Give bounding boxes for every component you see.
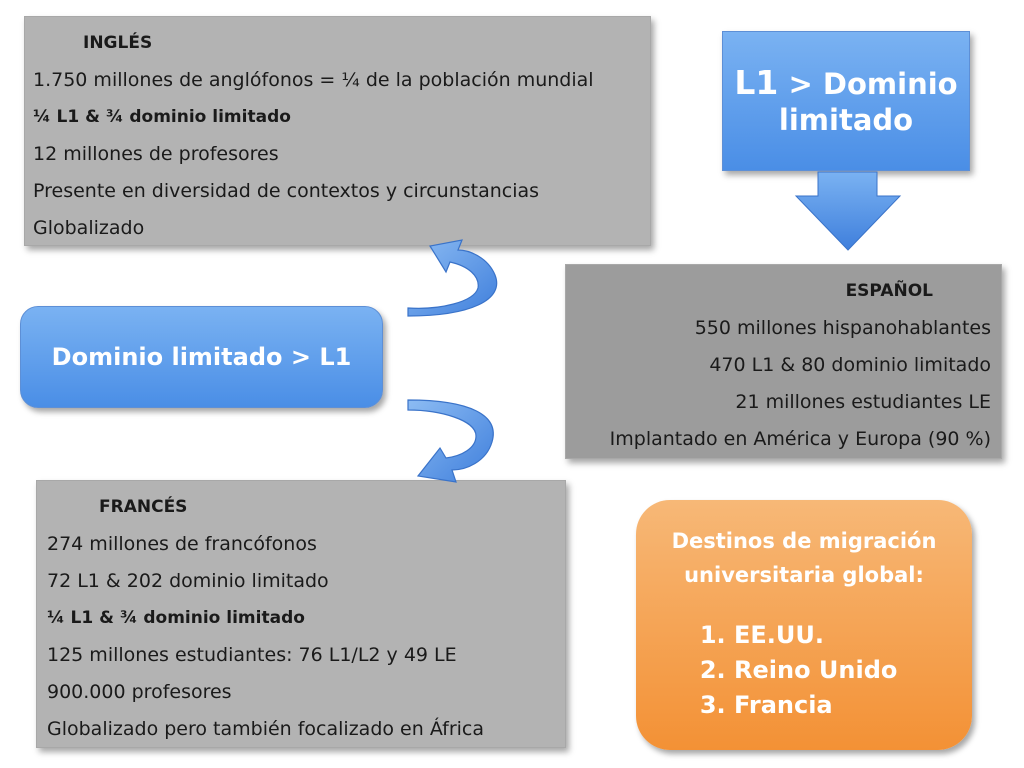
espanol-heading: ESPAÑOL (845, 281, 933, 301)
l1-dominio-line1: L1 > Dominio (723, 62, 969, 102)
frances-box: FRANCÉS 274 millones de francófonos 72 L… (36, 480, 566, 748)
ingles-line: 1.750 millones de anglófonos = ¼ de la p… (33, 69, 594, 91)
destinos-item: EE.UU. (734, 618, 972, 653)
dominio-l1-label: Dominio limitado > L1 (51, 343, 352, 371)
frances-heading: FRANCÉS (99, 497, 188, 517)
destinos-item: Francia (734, 688, 972, 723)
espanol-line: 21 millones estudiantes LE (735, 391, 991, 413)
espanol-line: Implantado en América y Europa (90 %) (609, 428, 991, 450)
ingles-heading: INGLÉS (83, 33, 153, 53)
ingles-line: Globalizado (33, 217, 145, 239)
ingles-line: Presente en diversidad de contextos y ci… (33, 180, 540, 202)
destinos-list: EE.UU. Reino Unido Francia (704, 618, 972, 723)
ingles-line: 12 millones de profesores (33, 143, 279, 165)
frances-line: 274 millones de francófonos (47, 533, 317, 555)
dominio-label: Dominio (822, 66, 958, 101)
ingles-line: ¼ L1 & ¾ dominio limitado (33, 107, 291, 127)
destinos-title-line1: Destinos de migración (671, 529, 937, 553)
frances-line: 72 L1 & 202 dominio limitado (47, 570, 329, 592)
greater-than: > (788, 66, 813, 101)
espanol-line: 470 L1 & 80 dominio limitado (709, 354, 991, 376)
destinos-title-line2: universitaria global: (684, 563, 924, 587)
l1-dominio-box: L1 > Dominio limitado (722, 31, 970, 171)
destinos-item: Reino Unido (734, 653, 972, 688)
l1-label: L1 (734, 62, 779, 102)
espanol-box: ESPAÑOL 550 millones hispanohablantes 47… (565, 264, 1002, 459)
ingles-box: INGLÉS 1.750 millones de anglófonos = ¼ … (24, 16, 651, 246)
frances-line: 125 millones estudiantes: 76 L1/L2 y 49 … (47, 644, 457, 666)
dominio-l1-box: Dominio limitado > L1 (20, 306, 383, 408)
frances-line: Globalizado pero también focalizado en Á… (47, 718, 485, 740)
frances-line: ¼ L1 & ¾ dominio limitado (47, 608, 305, 628)
limitado-label: limitado (778, 102, 914, 137)
frances-line: 900.000 profesores (47, 681, 232, 703)
espanol-line: 550 millones hispanohablantes (694, 317, 991, 339)
destinos-box: Destinos de migración universitaria glob… (636, 500, 972, 750)
down-arrow-icon (794, 171, 902, 251)
curved-arrow-up-icon (407, 239, 498, 317)
curved-arrow-down-icon (407, 399, 494, 483)
